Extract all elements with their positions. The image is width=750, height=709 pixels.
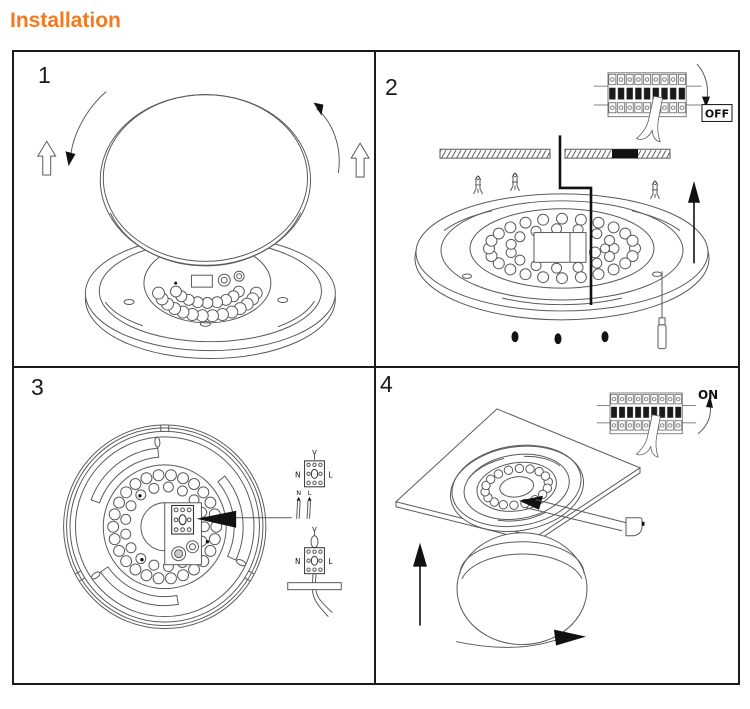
wago-connector-top: N L [295, 449, 333, 487]
step-3-number: 3 [31, 373, 44, 400]
power-wire [558, 135, 593, 305]
callout-line [525, 506, 623, 531]
wire-n-label: N [296, 488, 301, 496]
step-4-cell: 4 [376, 368, 738, 684]
page-title: Installation [10, 9, 121, 32]
terminal-block [171, 504, 195, 535]
lamp-base-top-view [63, 423, 267, 629]
off-label-box [701, 104, 733, 122]
lift-arrow-right-icon [350, 142, 370, 178]
wago-connector-bottom: N L [287, 526, 342, 617]
screw-anchor-icon [473, 175, 483, 195]
callout-arrow-icon [196, 510, 237, 528]
breaker-panel-icon [596, 392, 697, 457]
breaker-panel-icon [593, 72, 702, 143]
up-arrow-icon [413, 542, 427, 626]
wago-bottom-n-label: N [295, 557, 301, 566]
mounting-screw [511, 331, 519, 343]
screw-anchor-icon [510, 172, 520, 192]
wire-l-label: L [308, 488, 312, 496]
step-2-number: 2 [385, 74, 398, 100]
junction-box [612, 149, 638, 159]
lamp-base [84, 235, 336, 360]
step-4-number: 4 [380, 370, 393, 397]
rotate-arrow-left-icon [65, 91, 107, 167]
screw-anchor-icon [650, 180, 660, 200]
off-callout-arrow-icon [696, 63, 710, 108]
on-label: ON [698, 387, 718, 401]
rotate-arrow-right-icon [313, 102, 340, 174]
step-4-diagram: ON [394, 387, 718, 648]
step-1-number: 1 [38, 62, 51, 88]
mains-wires: N L [296, 488, 312, 519]
wago-top-l-label: L [328, 470, 333, 479]
cable-clamp [287, 581, 342, 590]
step-2-cell: 2 OFF [376, 52, 738, 368]
wago-bottom-l-label: L [328, 557, 333, 566]
step-1-cell: 1 [14, 52, 376, 368]
wago-top-n-label: N [295, 470, 301, 479]
step-2-diagram: OFF [414, 63, 733, 350]
lamp-cover [456, 531, 588, 645]
lamp-cover [99, 94, 312, 267]
steps-grid: 1 [12, 50, 740, 685]
callout-line [535, 498, 627, 523]
mounting-screw [601, 331, 609, 343]
off-label: OFF [705, 108, 729, 121]
lamp-base [449, 444, 585, 532]
step-3-diagram: N L N L N L [63, 423, 342, 629]
ceiling [439, 148, 671, 159]
up-arrow-icon [688, 180, 700, 264]
lift-arrow-left-icon [37, 140, 57, 176]
callout-arrow-icon [519, 495, 543, 510]
lamp-base [414, 193, 710, 321]
driver-box [533, 232, 587, 263]
clip-icon [625, 516, 645, 536]
mounting-screw [554, 333, 562, 345]
driver-box [191, 274, 213, 288]
screwdriver-icon [657, 271, 667, 350]
step-1-diagram [37, 91, 370, 360]
rotate-arrow-icon [455, 629, 586, 648]
step-3-cell: 3 [14, 367, 376, 683]
on-callout-arrow-icon [697, 394, 713, 434]
